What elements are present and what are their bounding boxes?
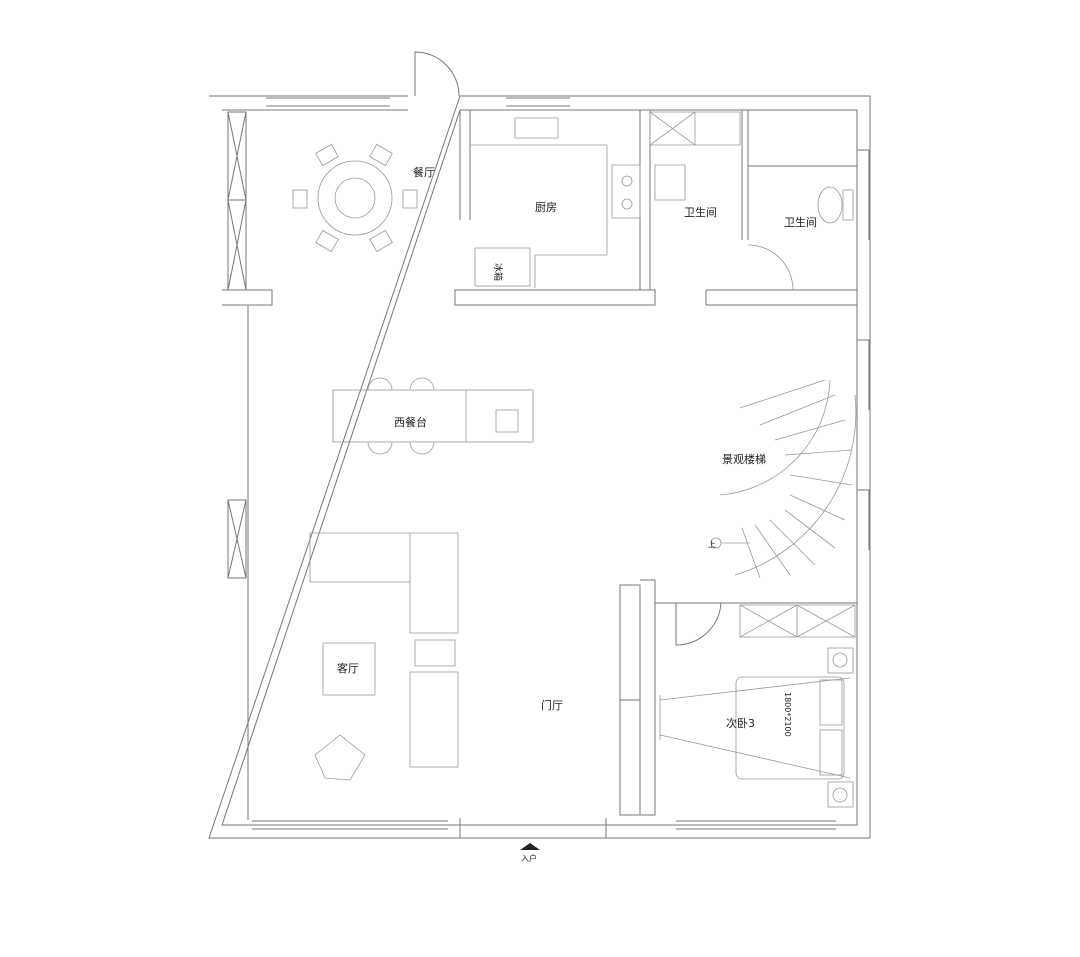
spiral-stair <box>710 379 857 579</box>
room-label-bedroom-3: 次卧3 <box>726 716 755 730</box>
label-western-bar: 西餐台 <box>394 415 427 429</box>
interior-walls <box>454 110 857 816</box>
fridge <box>474 247 531 287</box>
exterior-walls <box>208 95 871 839</box>
room-label-kitchen: 厨房 <box>535 201 557 214</box>
entry-door[interactable] <box>414 51 460 97</box>
entrance-arrow-icon <box>520 843 540 850</box>
bed-size-label: 1800*2100 <box>783 692 792 737</box>
kitchen-fixtures <box>470 117 641 288</box>
room-label-bath-1: 卫生间 <box>684 205 717 219</box>
room-label-bath-2: 卫生间 <box>784 215 817 229</box>
room-label-foyer: 门厅 <box>541 698 563 712</box>
western-bar <box>332 377 534 455</box>
room-label-living: 客厅 <box>337 661 359 675</box>
bedroom-furniture <box>659 604 856 808</box>
stair-up-label: 上 <box>708 540 716 549</box>
label-stair: 景观楼梯 <box>722 452 766 466</box>
entrance-label: 入户 <box>521 853 537 863</box>
bath-fixtures <box>649 111 854 291</box>
sofa-set <box>309 532 459 781</box>
room-label-dining: 餐厅 <box>413 165 435 179</box>
fridge-label: 冰箱 <box>492 263 504 281</box>
dining-table <box>292 143 418 253</box>
